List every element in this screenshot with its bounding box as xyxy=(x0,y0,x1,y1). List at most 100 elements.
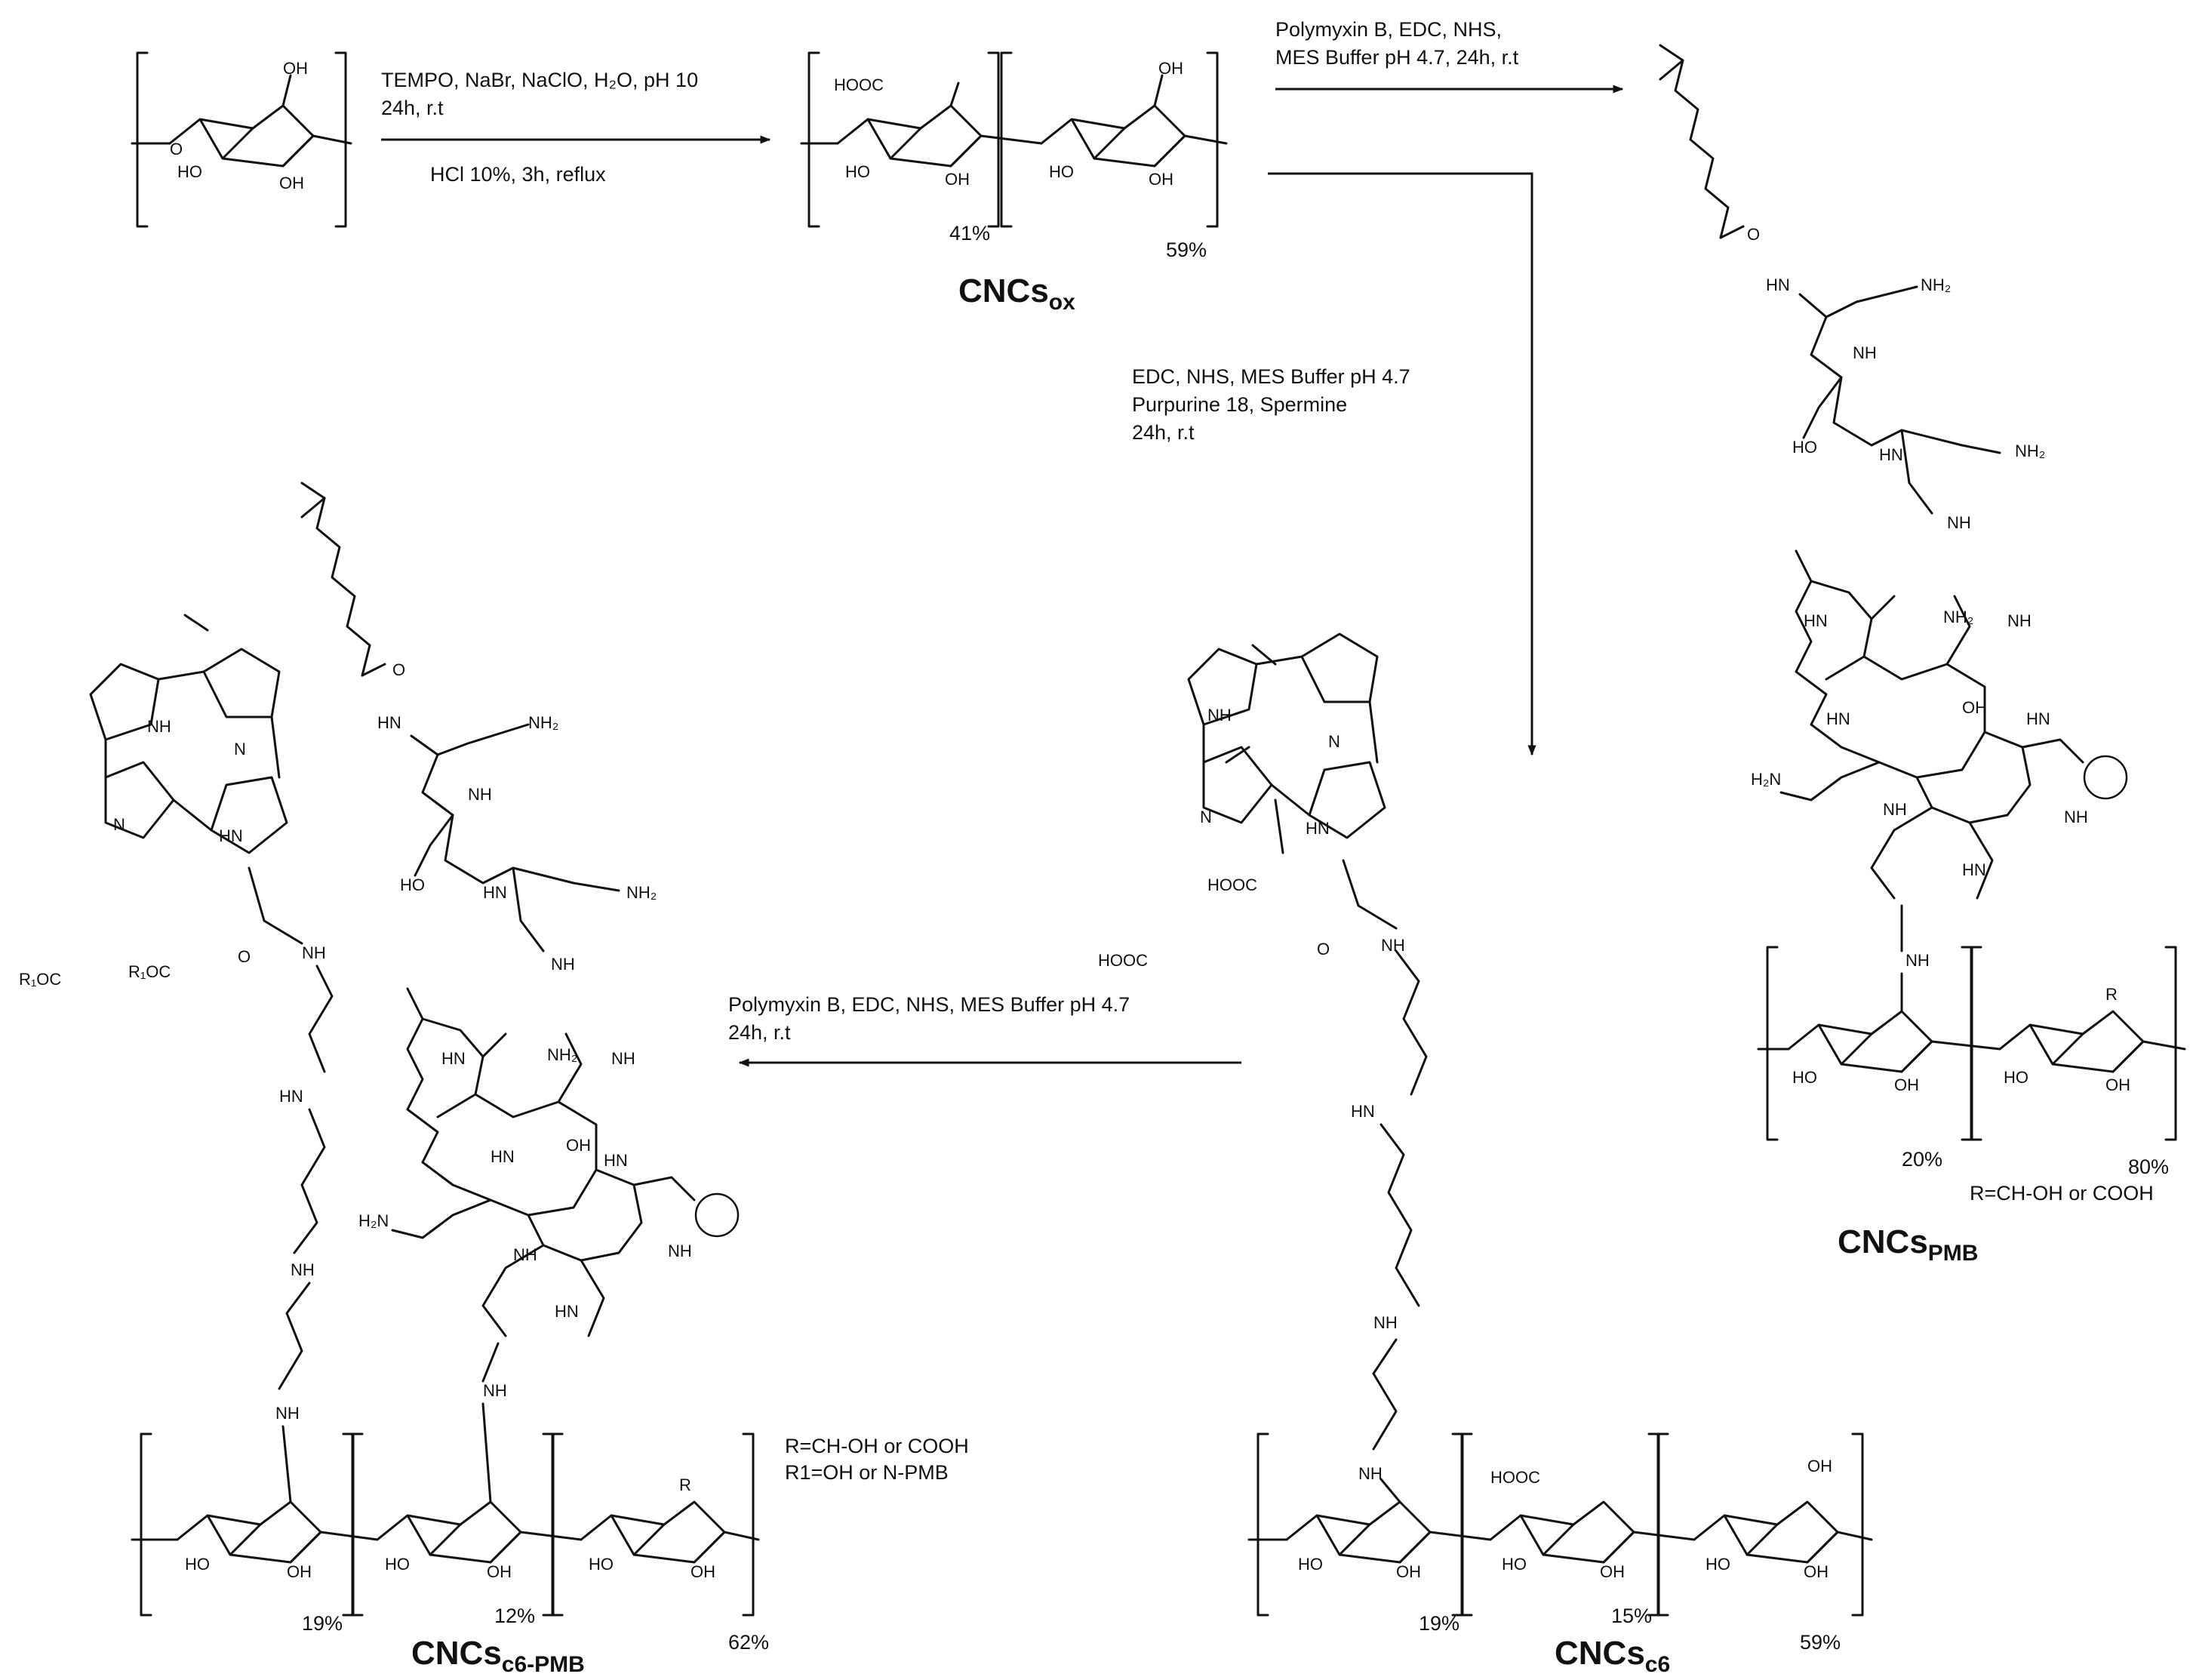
condition-text: Purpurine 18, Spermine xyxy=(1132,393,1347,416)
step2: Polymyxin B, EDC, NHS, MES Buffer pH 4.7… xyxy=(1275,18,1624,94)
oh-label: OH xyxy=(1600,1562,1625,1581)
hn-label: HN xyxy=(604,1151,628,1170)
hooc-label: HOOC xyxy=(1098,951,1148,970)
percentage: 15% xyxy=(1611,1605,1652,1627)
nh-label: NH xyxy=(302,943,326,962)
r-definition: R=CH-OH or COOH xyxy=(1970,1182,2154,1205)
nh2-label: NH₂ xyxy=(1943,608,1973,626)
o-label: O xyxy=(1747,225,1760,244)
oh-label: HO xyxy=(1792,438,1817,457)
hn-label: HN xyxy=(1306,819,1330,838)
product-label-cncs-c6-pmb: CNCsc6-PMB xyxy=(411,1635,585,1677)
h2n-label: H₂N xyxy=(358,1211,389,1230)
hn-label: HN xyxy=(1962,860,1986,879)
oh-label: OH xyxy=(1962,698,1987,717)
oh-label: OH xyxy=(283,59,308,78)
nh-label: NH xyxy=(2007,611,2032,630)
o-label: O xyxy=(1317,940,1330,958)
hn-label: HN xyxy=(377,713,401,732)
ho-label: HO xyxy=(2004,1068,2029,1087)
step1: TEMPO, NaBr, NaClO, H₂O, pH 10 24h, r.t … xyxy=(381,69,771,186)
oh-label: OH xyxy=(487,1562,512,1581)
nh2-label: NH₂ xyxy=(626,883,657,902)
hn-label: HN xyxy=(2026,709,2050,728)
r1oc-label: R₁OC xyxy=(128,962,171,981)
condition-text: 24h, r.t xyxy=(728,1021,791,1044)
hooc-label: HOOC xyxy=(1490,1468,1540,1487)
percentage: 19% xyxy=(302,1612,343,1635)
nh-label: NH xyxy=(1947,513,1971,532)
cncs-ox-structure: HOOC OH HO OH HO OH 41% 59% CNCsox xyxy=(800,51,1228,315)
cncs-c6-pmb-structure: NH N N HN R₁OC R₁OC O NH HN NH NH O HN N… xyxy=(19,482,969,1677)
nh-label: NH xyxy=(468,785,492,804)
o-label: O xyxy=(238,947,251,966)
cellulose-start: O OH HO OH xyxy=(131,51,352,228)
nh-label: NH xyxy=(1381,936,1405,955)
condition-text: HCl 10%, 3h, reflux xyxy=(430,163,606,186)
condition-text: 24h, r.t xyxy=(1132,421,1195,444)
nh-label: NH xyxy=(1853,343,1877,362)
oh-label: OH xyxy=(566,1136,591,1155)
oh-label: OH xyxy=(1158,59,1183,78)
ho-label: HO xyxy=(1792,1068,1817,1087)
o-label: O xyxy=(170,140,183,158)
oh-label: OH xyxy=(945,170,970,189)
step4: Polymyxin B, EDC, NHS, MES Buffer pH 4.7… xyxy=(728,993,1241,1067)
r-definition: R=CH-OH or COOH xyxy=(785,1435,969,1457)
hn-label: HN xyxy=(1826,709,1850,728)
percentage: 59% xyxy=(1800,1631,1841,1654)
percentage: 41% xyxy=(949,222,990,245)
condition-text: Polymyxin B, EDC, NHS, MES Buffer pH 4.7 xyxy=(728,993,1130,1016)
hooc-label: HOOC xyxy=(834,75,884,94)
nh-label: NH xyxy=(1373,1313,1398,1332)
hn-label: HN xyxy=(1766,275,1790,294)
nh2-label: NH₂ xyxy=(1921,275,1951,294)
ho-label: HO xyxy=(1502,1555,1527,1574)
condition-text: EDC, NHS, MES Buffer pH 4.7 xyxy=(1132,365,1410,388)
nh-label: NH xyxy=(668,1242,692,1260)
cncs-c6-structure: NH N N HN HOOC HOOC O NH HN NH NH HOOC O… xyxy=(1098,632,1873,1677)
cncs-pmb-structure: O HN NH₂ NH HO HN NH₂ NH HN NH₂ NH HN OH… xyxy=(1659,44,2186,1266)
ho-label: HO xyxy=(1298,1555,1323,1574)
nh2-label: NH₂ xyxy=(2015,442,2045,460)
r-label: R xyxy=(2105,985,2118,1004)
ho-label: HO xyxy=(589,1555,614,1574)
oh-label: OH xyxy=(2105,1075,2130,1094)
oh-label: OH xyxy=(1894,1075,1919,1094)
oh-label: OH xyxy=(1396,1562,1421,1581)
nh-label: NH xyxy=(1358,1464,1383,1483)
nh-label: NH xyxy=(291,1260,315,1279)
percentage: 80% xyxy=(2128,1155,2169,1178)
ho-label: HO xyxy=(400,875,425,894)
hn-label: HN xyxy=(441,1049,466,1068)
nh-label: NH xyxy=(147,717,171,736)
h2n-label: H₂N xyxy=(1751,770,1781,789)
oh-label: OH xyxy=(1804,1562,1829,1581)
percentage: 20% xyxy=(1902,1148,1942,1171)
percentage: 62% xyxy=(728,1631,769,1654)
product-label-cncs-pmb: CNCsPMB xyxy=(1838,1223,1978,1266)
ho-label: HO xyxy=(845,162,870,181)
n-label: N xyxy=(234,740,246,758)
percentage: 59% xyxy=(1166,238,1207,261)
ho-label: HO xyxy=(177,162,202,181)
nh2-label: NH₂ xyxy=(528,713,558,732)
nh-label: NH xyxy=(2064,808,2088,826)
nh-label: NH xyxy=(1883,800,1907,819)
ho-label: HO xyxy=(1706,1555,1730,1574)
n-label: N xyxy=(113,815,125,834)
hn-label: HN xyxy=(1351,1102,1375,1121)
condition-text: MES Buffer pH 4.7, 24h, r.t xyxy=(1275,46,1519,69)
hn-label: HN xyxy=(555,1302,579,1321)
ho-label: HO xyxy=(185,1555,210,1574)
nh-label: NH xyxy=(275,1404,300,1423)
nh-label: NH xyxy=(551,955,575,974)
product-label-cncs-c6: CNCsc6 xyxy=(1555,1635,1670,1677)
step3: EDC, NHS, MES Buffer pH 4.7 Purpurine 18… xyxy=(1132,172,1536,756)
condition-text: Polymyxin B, EDC, NHS, xyxy=(1275,18,1502,41)
product-label-cncs-ox: CNCsox xyxy=(958,272,1075,315)
o-label: O xyxy=(392,660,405,679)
r-label: R xyxy=(679,1475,691,1494)
oh-label: OH xyxy=(1807,1457,1832,1475)
